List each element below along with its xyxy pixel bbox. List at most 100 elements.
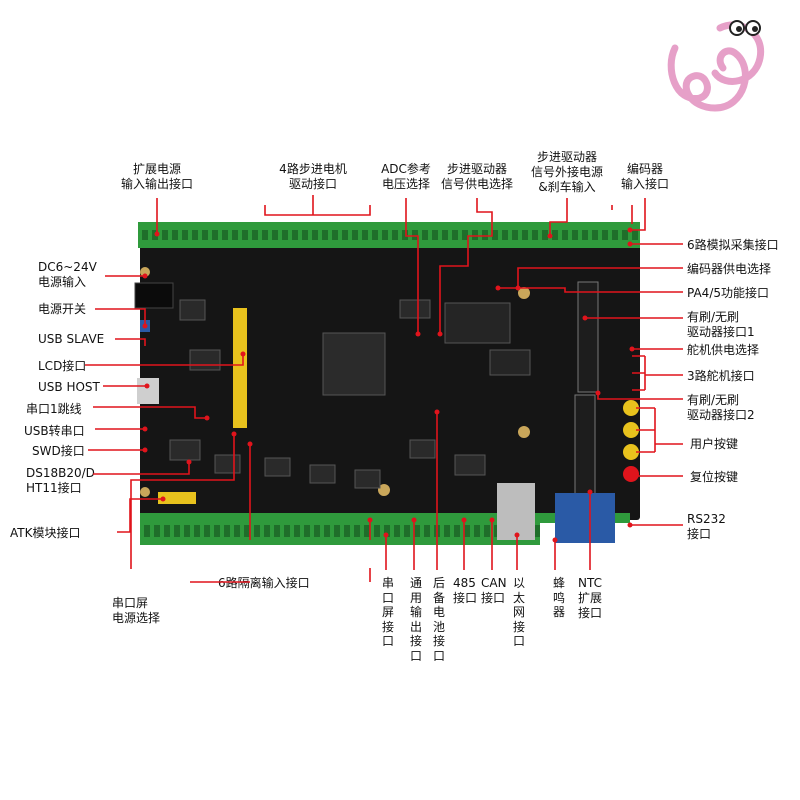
leader-dot <box>629 346 635 352</box>
terminal-screw <box>244 525 250 537</box>
label-line: 电源选择 <box>112 611 161 625</box>
label-line: 舵机供电选择 <box>687 343 760 357</box>
label-line: 接口 <box>578 606 603 620</box>
leader-dot <box>160 496 166 502</box>
leader-dot <box>489 517 495 523</box>
terminal-screw <box>154 525 160 537</box>
ic-block-1 <box>444 302 511 344</box>
terminal-screw <box>324 525 330 537</box>
leader-dot <box>547 233 553 239</box>
label-line: 驱动器接口2 <box>687 408 755 422</box>
leader-line <box>632 355 683 391</box>
label-line: 6路隔离输入接口 <box>218 576 310 590</box>
terminal-screw <box>212 230 218 240</box>
label-line: 接口 <box>453 591 478 605</box>
mount-hole-2 <box>518 287 530 299</box>
terminal-screw <box>284 525 290 537</box>
label-line: USB HOST <box>38 380 100 394</box>
terminal-screw <box>234 525 240 537</box>
label-pa45: PA4/5功能接口 <box>687 286 769 301</box>
label-analog6: 6路模拟采集接口 <box>687 238 779 253</box>
label-line: 接口 <box>481 591 506 605</box>
terminal-screw <box>462 230 468 240</box>
terminal-screw <box>262 230 268 240</box>
label-power-switch: 电源开关 <box>38 302 86 317</box>
leader-line <box>264 195 371 216</box>
label-uart-screen-power: 串口屏电源选择 <box>112 596 160 626</box>
terminal-screw <box>464 525 470 537</box>
terminal-screw <box>492 230 498 240</box>
terminal-screw <box>194 525 200 537</box>
label-brush2: 有刷/无刷驱动器接口2 <box>687 393 755 423</box>
label-line: RS232 <box>687 512 726 526</box>
label-brush1: 有刷/无刷驱动器接口1 <box>687 310 755 340</box>
label-line: USB转串口 <box>24 424 85 438</box>
label-line: 编码器 <box>626 162 664 176</box>
terminal-screw <box>362 230 368 240</box>
terminal-screw <box>202 230 208 240</box>
terminal-screw <box>622 230 628 240</box>
label-line: DS18B20/D <box>26 466 95 480</box>
leader-dot <box>627 241 633 247</box>
leader-dot <box>515 285 521 291</box>
ic-chip <box>399 299 431 319</box>
terminal-screw <box>302 230 308 240</box>
label-line: 步进驱动器 <box>446 162 508 176</box>
leader-line <box>130 434 235 569</box>
leader-dot <box>186 459 192 465</box>
leader-line <box>95 308 146 326</box>
leader-dot <box>582 315 588 321</box>
terminal-screw <box>144 525 150 537</box>
terminal-screw <box>224 525 230 537</box>
label-line: 复位按键 <box>690 470 739 484</box>
leader-line <box>517 267 683 288</box>
leader-dot <box>587 489 593 495</box>
leader-line <box>117 498 163 533</box>
label-line: 有刷/无刷 <box>687 393 740 407</box>
terminal-screw <box>602 230 608 240</box>
terminal-screw <box>232 230 238 240</box>
label-line: NTC <box>578 576 602 590</box>
leader-dot <box>437 331 443 337</box>
label-line: ADC参考 <box>381 162 431 176</box>
terminal-screw <box>582 230 588 240</box>
terminal-screw <box>182 230 188 240</box>
terminal-screw <box>572 230 578 240</box>
leader-dot <box>142 273 148 279</box>
label-line: 4路步进电机 <box>279 162 347 176</box>
terminal-screw <box>454 525 460 537</box>
label-ethernet: 以太网接口 <box>512 576 525 648</box>
terminal-screw <box>342 230 348 240</box>
terminal-screw <box>384 525 390 537</box>
leader-dot <box>514 532 520 538</box>
terminal-screw <box>472 230 478 240</box>
terminal-screw <box>332 230 338 240</box>
terminal-screw <box>334 525 340 537</box>
terminal-screw <box>214 525 220 537</box>
terminal-screw <box>294 525 300 537</box>
ic-block-2 <box>489 349 531 376</box>
label-line: 电压选择 <box>381 177 430 191</box>
mount-hole-1 <box>140 267 150 277</box>
terminal-screw <box>264 525 270 537</box>
label-adc-ref: ADC参考电压选择 <box>381 162 431 192</box>
swirl-logo <box>667 20 765 112</box>
label-servo-power: 舵机供电选择 <box>687 343 759 358</box>
terminal-screw <box>452 230 458 240</box>
leader-dot <box>627 227 633 233</box>
label-line: 驱动接口 <box>288 177 338 191</box>
label-line: ATK模块接口 <box>10 526 81 540</box>
leader-dot <box>367 517 373 523</box>
leader-dot <box>495 285 501 291</box>
label-ext-power: 扩展电源输入输出接口 <box>121 162 193 192</box>
terminal-screw <box>412 230 418 240</box>
pcb-board <box>140 245 640 520</box>
label-line: 电源输入 <box>38 275 87 289</box>
terminal-screw <box>352 230 358 240</box>
